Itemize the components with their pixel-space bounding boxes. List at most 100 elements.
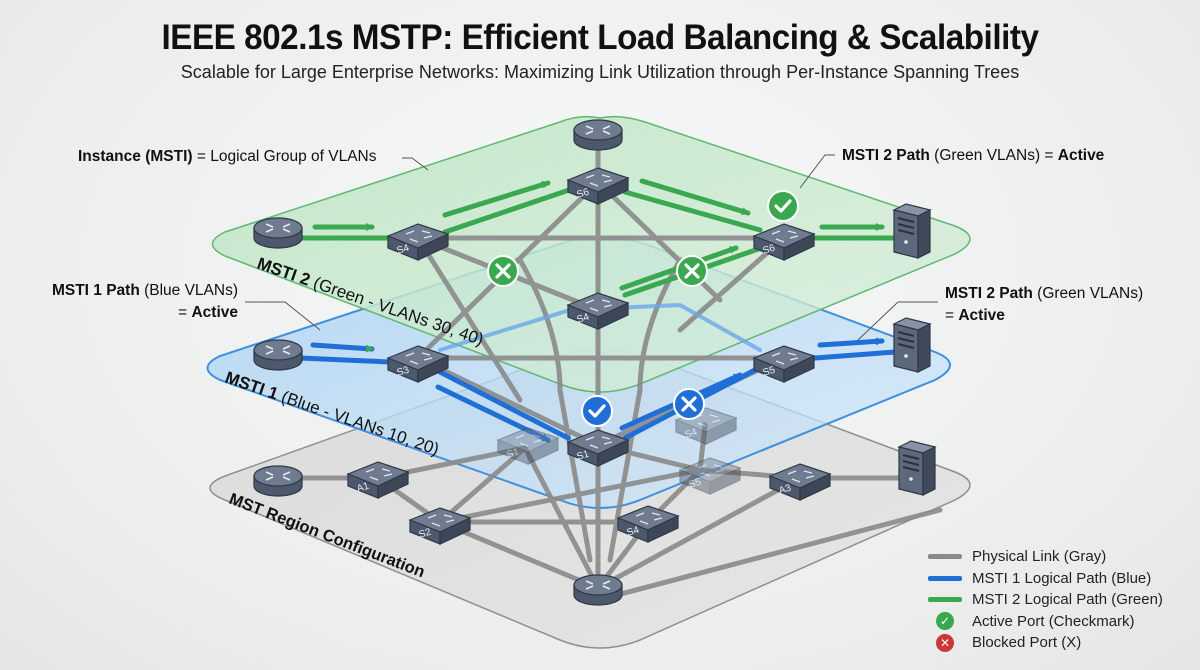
msti2-arrow	[442, 180, 551, 218]
active-port-check-icon	[581, 395, 613, 427]
legend-label: Active Port (Checkmark)	[972, 612, 1135, 630]
msti1-link	[812, 349, 898, 361]
router-icon	[253, 339, 303, 371]
legend-item-physical: Physical Link (Gray)	[928, 546, 1163, 568]
switch-icon: S6	[566, 167, 630, 205]
router-icon	[573, 574, 623, 606]
msti2-arrow	[639, 178, 751, 216]
switch-label: S6	[576, 186, 591, 200]
switch-label: S1	[576, 448, 591, 462]
legend-label: Blocked Port (X)	[972, 634, 1082, 652]
switch-icon: S4	[386, 223, 450, 261]
msti2-link	[622, 189, 763, 233]
switch-icon: S4	[616, 505, 680, 543]
router-icon	[253, 217, 303, 249]
legend-swatch-gray	[928, 554, 962, 560]
annotation-msti1-path-eq: =	[178, 304, 192, 321]
blocked-port-x-icon	[673, 388, 705, 420]
annotation-msti2-mid-eq: =	[945, 307, 959, 324]
physical-link	[595, 475, 803, 591]
switch-icon: S2	[408, 507, 472, 545]
blocked-port-x-icon	[676, 255, 708, 287]
physical-link	[415, 235, 523, 403]
switch-label: A3	[778, 482, 793, 496]
switch-label: S6	[762, 242, 777, 256]
switch-label: S5	[762, 364, 777, 378]
msti1-arrow	[310, 342, 375, 353]
annotation-msti2-path-mid: MSTI 2 Path (Green VLANs) = Active	[945, 283, 1143, 327]
switch-icon: S1	[566, 429, 630, 467]
leader-msti2-mid	[857, 301, 938, 341]
legend-label: MSTI 1 Logical Path (Blue)	[972, 569, 1152, 587]
switch-label: S4	[576, 311, 591, 325]
router-icon	[573, 119, 623, 151]
annotation-msti1-path-active: Active	[191, 304, 238, 321]
annotation-instance-bold: Instance (MSTI)	[78, 148, 193, 165]
legend-item-active-port: ✓ Active Port (Checkmark)	[928, 611, 1163, 633]
physical-link	[437, 467, 703, 525]
annotation-instance: Instance (MSTI) = Logical Group of VLANs	[78, 146, 377, 168]
server-icon	[897, 440, 937, 496]
switch-label: S2	[418, 526, 433, 540]
annotation-msti2-mid-bold: MSTI 2 Path	[945, 285, 1033, 302]
switch-icon: S5	[678, 457, 742, 495]
msti1-arrow	[817, 337, 885, 348]
msti2-link	[442, 185, 578, 235]
msti1-link	[437, 369, 571, 441]
router-icon	[253, 465, 303, 497]
annotation-msti2-mid-active: Active	[958, 307, 1005, 324]
msti1-arrow	[435, 384, 551, 443]
annotation-msti2-top-active: Active	[1057, 147, 1105, 164]
legend: Physical Link (Gray) MSTI 1 Logical Path…	[928, 546, 1163, 654]
leader-instance	[402, 157, 429, 171]
legend-item-msti2: MSTI 2 Logical Path (Green)	[928, 589, 1163, 611]
annotation-leaders	[245, 154, 938, 341]
physical-link	[697, 422, 708, 473]
physical-link	[437, 519, 601, 591]
page-title: IEEE 802.1s MSTP: Efficient Load Balanci…	[161, 18, 1039, 57]
checkmark-icon: ✓	[936, 612, 954, 631]
switch-label: S3	[396, 364, 411, 378]
annotation-msti2-top-bold: MSTI 2 Path	[842, 147, 930, 164]
legend-swatch-green	[928, 597, 962, 603]
physical-link	[415, 355, 601, 448]
legend-swatch-blue	[928, 575, 962, 581]
annotation-msti1-path-bold: MSTI 1 Path	[51, 282, 140, 299]
annotation-msti1-path-rest: (Blue VLANs)	[139, 282, 238, 299]
annotation-msti2-mid-rest: (Green VLANs)	[1032, 285, 1144, 302]
switch-icon: S1	[496, 427, 560, 465]
msti1-link	[297, 355, 393, 365]
leader-msti2-top	[799, 154, 835, 189]
switch-icon: S6	[752, 223, 816, 261]
legend-label: Physical Link (Gray)	[972, 548, 1107, 566]
port-badges	[487, 190, 799, 427]
switch-label: A1	[356, 480, 371, 494]
legend-item-blocked-port: ✕ Blocked Port (X)	[928, 632, 1163, 654]
server-icon	[892, 203, 932, 259]
legend-item-msti1: MSTI 1 Logical Path (Blue)	[928, 568, 1163, 590]
physical-link	[517, 257, 593, 563]
blocked-x-icon: ✕	[936, 633, 954, 652]
switch-label: S4	[684, 426, 699, 440]
switch-icon: S4	[566, 292, 630, 330]
annotation-msti2-path-top: MSTI 2 Path (Green VLANs) = Active	[842, 145, 1104, 167]
annotation-msti1-path: MSTI 1 Path (Blue VLANs) = Active	[40, 280, 238, 324]
switch-label: S5	[688, 476, 703, 490]
server-icon	[892, 317, 932, 373]
physical-link	[522, 445, 601, 591]
switch-icon: A1	[346, 461, 410, 499]
active-port-check-icon	[767, 190, 799, 222]
switch-label: S1	[506, 446, 521, 460]
switch-label: S4	[626, 524, 641, 538]
switch-icon: S5	[752, 345, 816, 383]
switch-icon: S3	[386, 345, 450, 383]
annotation-instance-rest: = Logical Group of VLANs	[192, 148, 377, 165]
blocked-port-x-icon	[487, 255, 519, 287]
physical-link	[595, 507, 943, 603]
leader-msti1-path	[245, 301, 321, 331]
physical-link	[437, 445, 528, 525]
switch-label: S4	[396, 242, 411, 256]
legend-label: MSTI 2 Logical Path (Green)	[972, 591, 1163, 609]
